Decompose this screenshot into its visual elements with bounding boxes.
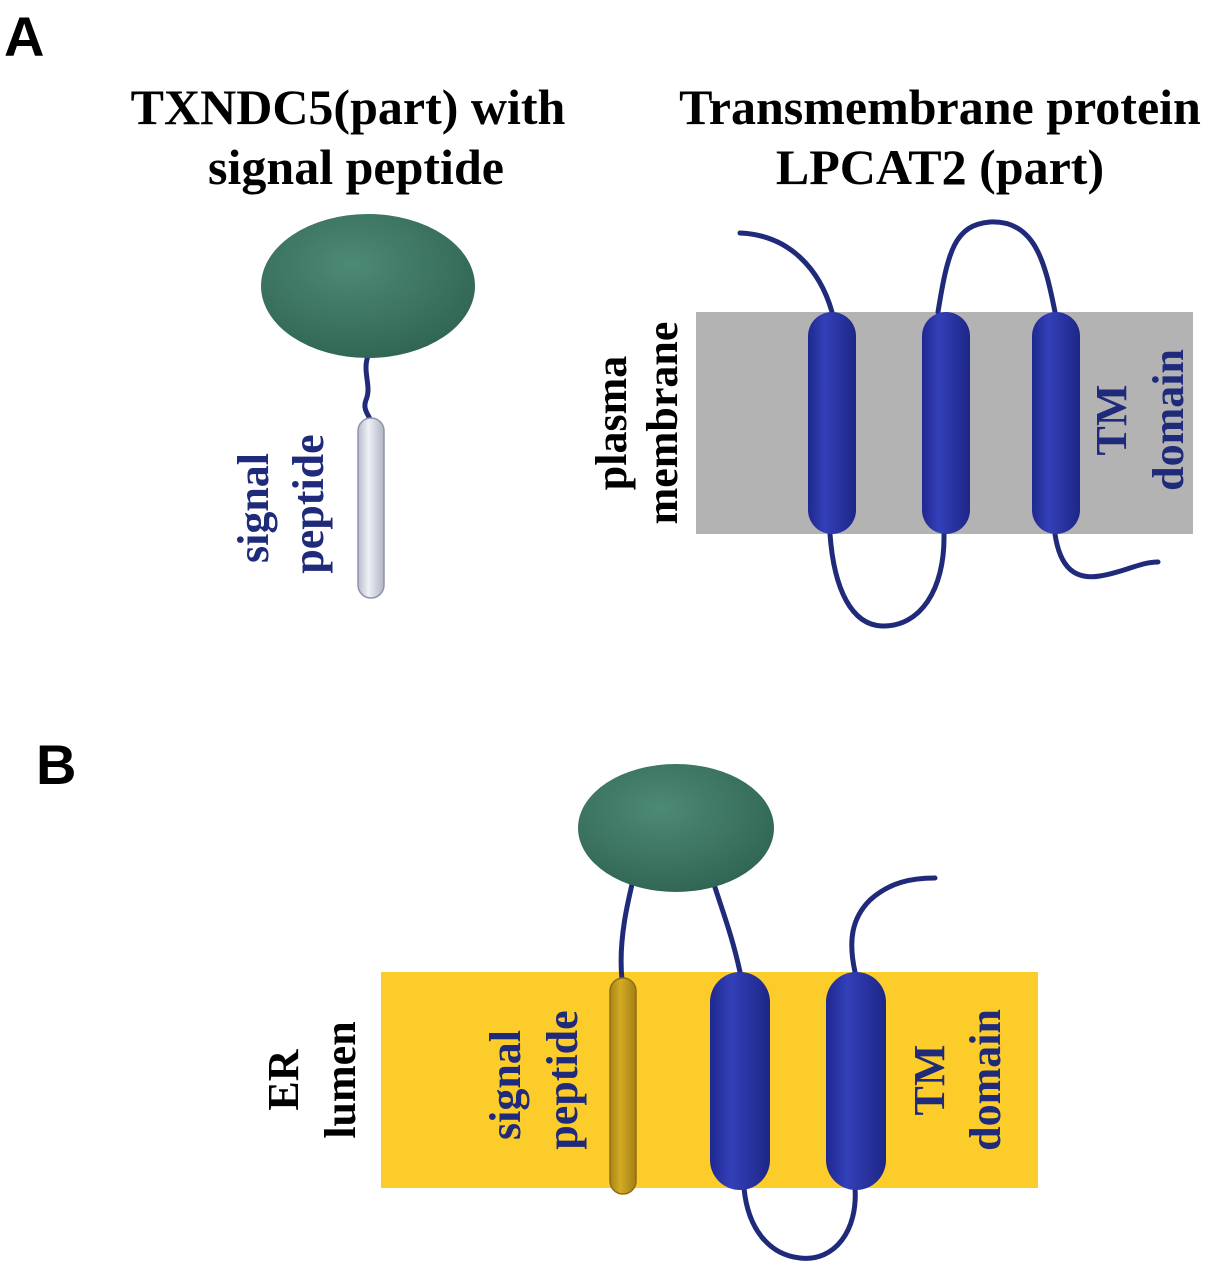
left-title-line2: signal peptide xyxy=(208,139,504,195)
tm-helix-a2 xyxy=(922,312,970,534)
tm-helix-a1 xyxy=(808,312,856,534)
tm-helix-a3 xyxy=(1032,312,1080,534)
txndc5-domain xyxy=(261,214,475,358)
txndc5-domain-b xyxy=(578,764,774,892)
signal-peptide-inserted xyxy=(609,977,637,1195)
tm-helix-b1 xyxy=(710,972,770,1190)
signal-peptide-label-a-line1: signal xyxy=(229,453,278,563)
er-label-line2: lumen xyxy=(316,1021,365,1138)
tm-label-b-line1: TM xyxy=(905,1045,954,1116)
lpcat2-chain xyxy=(737,219,1161,629)
er-label-line1: ER xyxy=(259,1048,308,1110)
panel-letter-b: B xyxy=(36,733,76,796)
right-title-line1: Transmembrane protein xyxy=(679,79,1201,135)
signal-peptide-label-b-line2: peptide xyxy=(538,1010,587,1149)
signal-peptide-free xyxy=(357,417,385,599)
membrane-label-line1: plasma xyxy=(587,356,636,490)
signal-peptide-label-a-line2: peptide xyxy=(284,434,333,573)
membrane-label-line2: membrane xyxy=(638,322,687,525)
panel-letter-a: A xyxy=(4,5,44,68)
tm-label-b-line2: domain xyxy=(961,1009,1010,1151)
tm-helix-b2 xyxy=(826,972,886,1190)
er-membrane xyxy=(381,972,1038,1188)
linker-chain xyxy=(362,353,374,425)
tm-label-a-line1: TM xyxy=(1087,385,1136,456)
signal-peptide-label-b-line1: signal xyxy=(481,1030,530,1140)
tm-label-a-line2: domain xyxy=(1144,349,1193,491)
right-title-line2: LPCAT2 (part) xyxy=(776,139,1104,195)
left-title-line1: TXNDC5(part) with xyxy=(131,79,566,135)
